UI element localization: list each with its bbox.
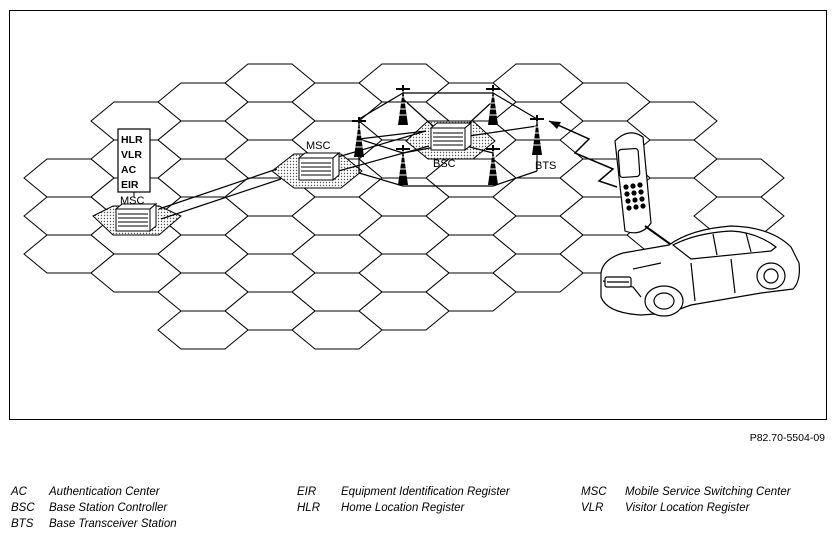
legend-abbr: EIR: [297, 486, 317, 498]
legend-text: Home Location Register: [341, 502, 465, 514]
mobile-phone-icon: [614, 132, 692, 260]
msc-equipment-center: [297, 151, 341, 182]
register-vlr: VLR: [121, 149, 142, 161]
legend-item: MSC Mobile Service Switching Center: [581, 486, 791, 498]
msc-equipment-left: [114, 202, 158, 233]
legend-item: HLR Home Location Register: [297, 502, 464, 514]
legend-text: Base Station Controller: [49, 502, 168, 514]
register-hlr: HLR: [121, 134, 143, 146]
figure-reference: P82.70-5504-09: [749, 432, 825, 444]
connection-lines: [158, 92, 538, 220]
legend-abbr: VLR: [581, 502, 604, 514]
legend-item: AC Authentication Center: [11, 486, 160, 498]
radio-link-icon: [548, 120, 618, 188]
legend-item: BSC Base Station Controller: [11, 502, 167, 514]
label-msc-left: MSC: [120, 195, 145, 207]
legend-abbr: BTS: [11, 518, 34, 530]
gsm-network-diagram: HLR VLR AC EIR MSC MSC: [23, 63, 800, 350]
legend-abbr: MSC: [581, 486, 607, 498]
legend-text: Base Transceiver Station: [49, 518, 177, 530]
label-bts: BTS: [535, 160, 556, 172]
legend-text: Visitor Location Register: [625, 502, 750, 514]
radio-cell: [291, 310, 383, 350]
register-eir: EIR: [121, 179, 139, 191]
registers-box: [117, 128, 151, 193]
label-msc-center: MSC: [306, 140, 331, 152]
legend-abbr: AC: [11, 486, 27, 498]
legend-item: VLR Visitor Location Register: [581, 502, 749, 514]
register-ac: AC: [121, 164, 137, 176]
bsc-equipment: [429, 121, 473, 152]
legend-item: EIR Equipment Identification Register: [297, 486, 510, 498]
radio-cell: [157, 310, 249, 350]
car-icon: [600, 225, 800, 317]
legend-item: BTS Base Transceiver Station: [11, 518, 177, 530]
legend-text: Authentication Center: [49, 486, 160, 498]
diagram-frame: HLR VLR AC EIR MSC MSC: [9, 10, 827, 420]
label-bsc: BSC: [433, 158, 456, 170]
legend-abbr: HLR: [297, 502, 321, 514]
legend-text: Mobile Service Switching Center: [625, 486, 791, 498]
legend-text: Equipment Identification Register: [341, 486, 510, 498]
legend-abbr: BSC: [11, 502, 35, 514]
